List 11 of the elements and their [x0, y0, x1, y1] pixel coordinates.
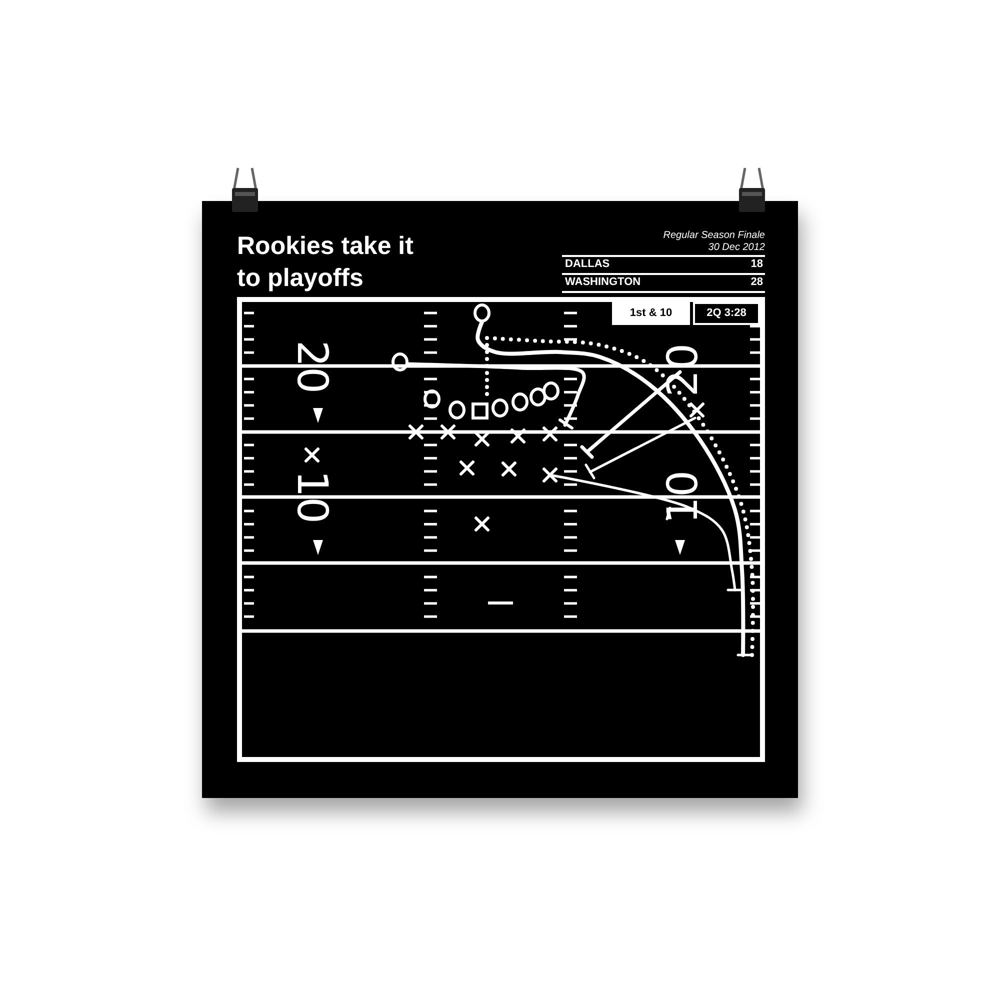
score: 18 [750, 259, 763, 270]
team-name: WASHINGTON [565, 277, 641, 288]
subtitle: Regular Season Finale [663, 231, 765, 241]
game-clock: 2Q 3:28 [693, 302, 760, 325]
yard-number: 10 [291, 470, 333, 524]
yard-number: 20 [291, 340, 333, 394]
score: 28 [750, 277, 763, 288]
title: Rookies take it to playoffs [237, 231, 414, 294]
team-name: DALLAS [565, 259, 610, 270]
down-distance: 1st & 10 [612, 302, 690, 325]
date-text: 30 Dec 2012 [708, 243, 765, 253]
